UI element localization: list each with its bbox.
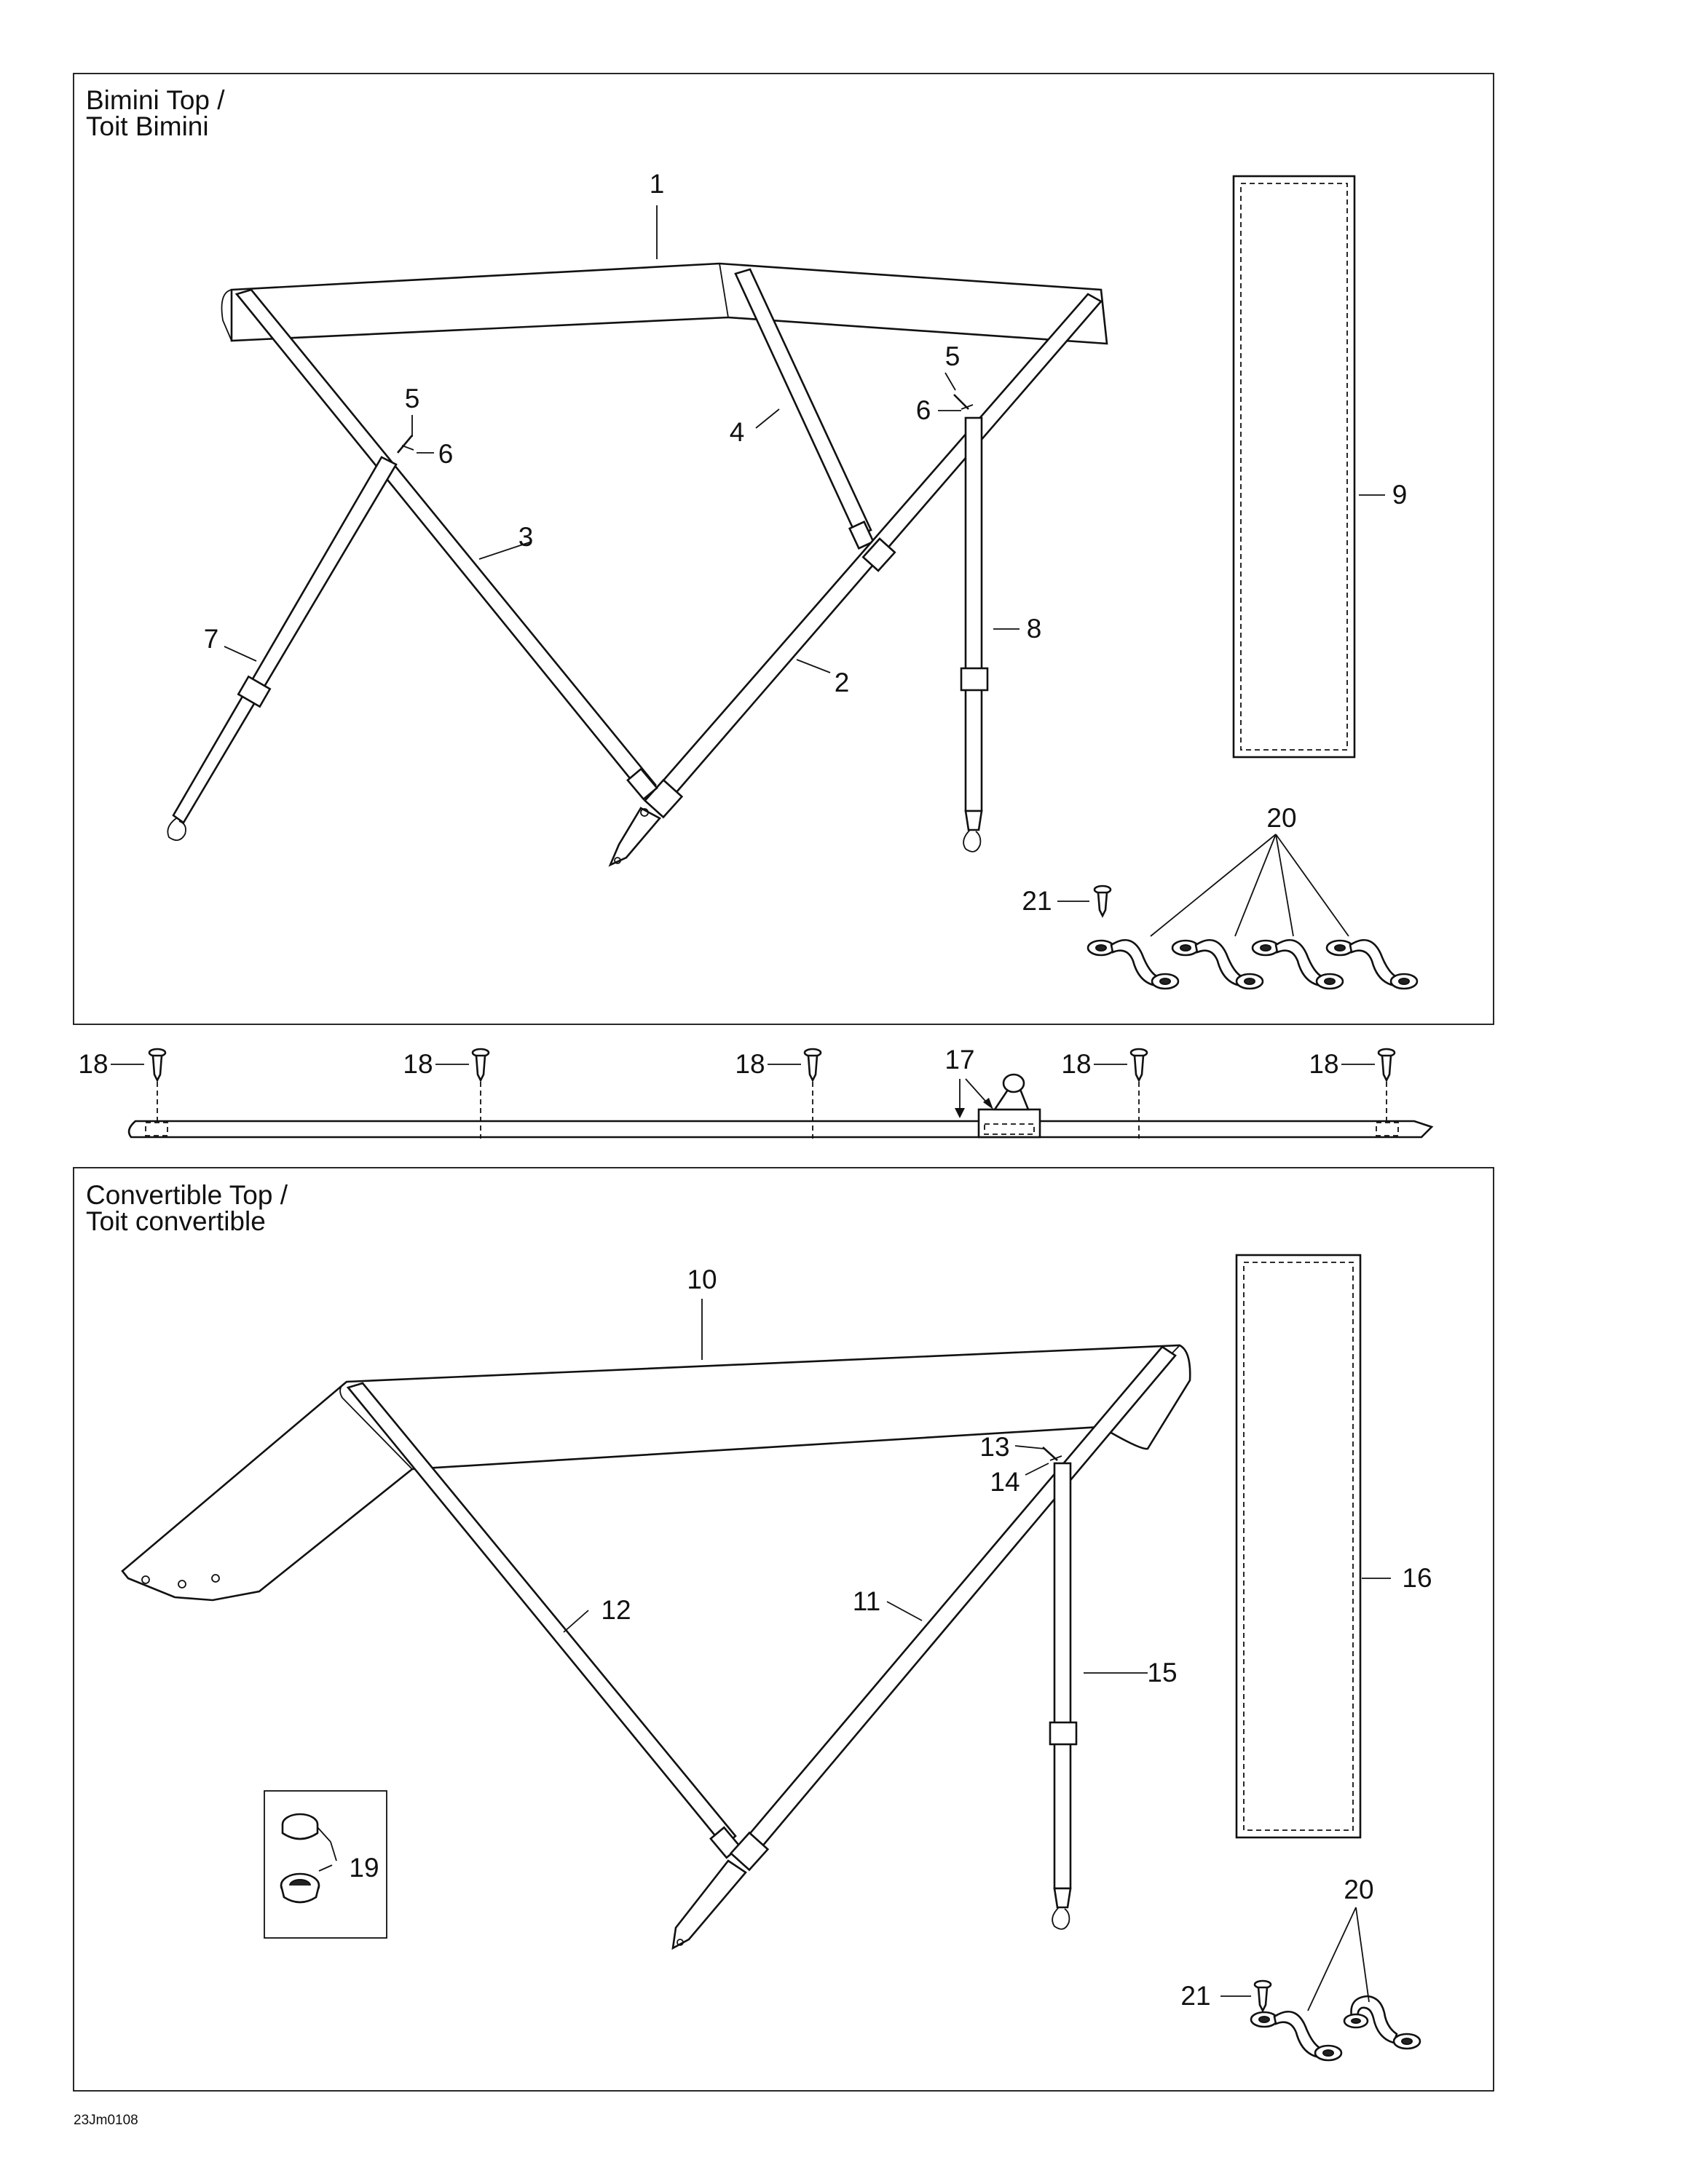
callout-14: 14 [990, 1467, 1019, 1497]
bimini-cover-9 [1232, 175, 1356, 759]
bimini-leaders [224, 205, 1385, 937]
callout-4: 4 [730, 417, 745, 447]
callout-16: 16 [1402, 1563, 1432, 1593]
convertible-title-line1: Convertible Top / [86, 1180, 288, 1210]
callout-9: 9 [1392, 480, 1408, 510]
convertible-title-line2: Toit convertible [86, 1206, 266, 1236]
bimini-pole-2 [608, 293, 1103, 867]
callout-18-d: 18 [1061, 1049, 1091, 1079]
convertible-clips-20 [1250, 1995, 1421, 2062]
bimini-screw-5-right [953, 394, 974, 410]
rail-screws-18 [148, 1048, 1396, 1139]
callout-21-bimini: 21 [1022, 886, 1052, 916]
callout-17: 17 [944, 1045, 974, 1075]
bimini-clips-20 [1086, 938, 1419, 990]
callout-12: 12 [601, 1595, 631, 1625]
callout-7: 7 [204, 624, 219, 654]
callout-2: 2 [835, 668, 850, 697]
convertible-panel-frame [73, 1167, 1494, 2092]
bimini-strap-7 [167, 456, 398, 842]
rail-leaders [111, 1064, 1375, 1118]
bimini-strap-8 [960, 416, 989, 852]
bimini-panel-frame [73, 73, 1494, 1025]
snap-fasteners-19 [264, 1790, 387, 1939]
bimini-pole-4 [734, 268, 875, 550]
callout-10: 10 [687, 1265, 717, 1294]
bimini-canvas-top [221, 262, 1108, 345]
callout-20-bimini: 20 [1266, 803, 1296, 833]
callout-18-e: 18 [1309, 1049, 1338, 1079]
bimini-screw-5-left [397, 435, 414, 454]
mounting-rail [127, 1073, 1434, 1139]
callout-3: 3 [518, 522, 534, 552]
convertible-leaders [317, 1299, 1391, 2011]
callout-19: 19 [349, 1853, 379, 1883]
callout-21-convertible: 21 [1180, 1981, 1210, 2011]
bimini-title-line2: Toit Bimini [86, 111, 209, 141]
callout-11: 11 [853, 1586, 880, 1616]
convertible-strap-15 [1049, 1462, 1078, 1930]
drawing-reference: 23Jm0108 [74, 2113, 138, 2128]
callout-15: 15 [1147, 1658, 1177, 1688]
convertible-screw-13 [1042, 1447, 1062, 1461]
callout-18-b: 18 [403, 1049, 433, 1079]
callout-5-right: 5 [945, 341, 961, 371]
bimini-pole-3-end [626, 767, 658, 801]
callout-5-left: 5 [405, 384, 420, 414]
callout-13: 13 [979, 1432, 1009, 1462]
convertible-screw-21 [1253, 1979, 1272, 2013]
bimini-screw-21 [1093, 885, 1112, 918]
callout-20-convertible: 20 [1344, 1875, 1373, 1904]
callout-6-right: 6 [916, 395, 931, 425]
convertible-cover-16 [1235, 1254, 1362, 1839]
callout-6-left: 6 [438, 439, 454, 469]
callout-18-a: 18 [78, 1049, 108, 1079]
callout-8: 8 [1027, 614, 1042, 644]
callout-1: 1 [650, 169, 665, 199]
bimini-title-line1: Bimini Top / [86, 85, 225, 115]
bimini-pole-3 [234, 288, 657, 795]
callout-18-c: 18 [735, 1049, 765, 1079]
